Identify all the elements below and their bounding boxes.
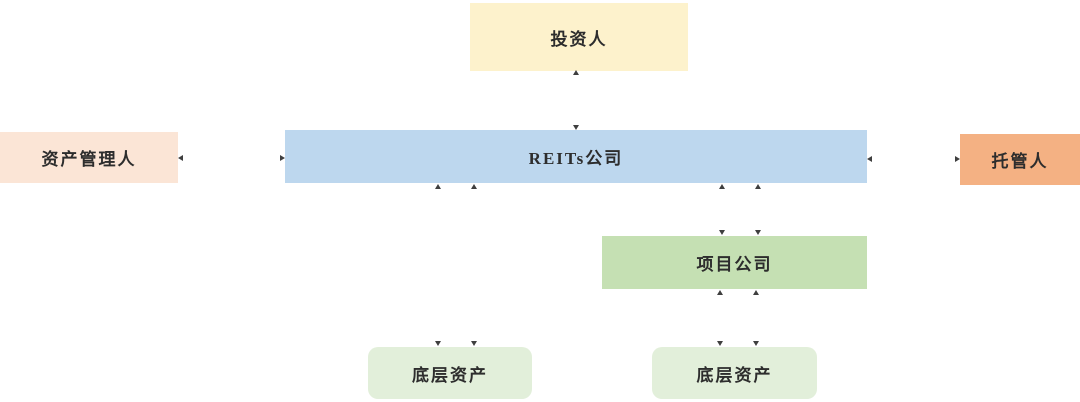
- connector-line: [872, 159, 955, 160]
- node-underlying-asset-left: 底层资产: [368, 347, 532, 399]
- node-reits-company-label: REITs公司: [528, 149, 624, 168]
- arrow-down-icon: [719, 230, 725, 235]
- node-project-company: 项目公司: [602, 236, 867, 289]
- node-investor-label: 投资人: [550, 29, 608, 49]
- connector-line: [756, 290, 757, 346]
- arrow-up-icon: [471, 184, 477, 189]
- node-custodian-label: 托管人: [991, 152, 1049, 171]
- arrow-up-icon: [435, 184, 441, 189]
- arrow-up-icon: [717, 290, 723, 295]
- node-project-company-label: 项目公司: [696, 255, 773, 274]
- node-asset-manager-label: 资产管理人: [41, 150, 137, 169]
- connector-line: [720, 290, 721, 346]
- arrow-down-icon: [753, 341, 759, 346]
- connector-line: [576, 71, 577, 130]
- connector-line: [474, 184, 475, 346]
- arrow-down-icon: [435, 341, 441, 346]
- arrow-down-icon: [573, 125, 579, 130]
- connector-line: [183, 157, 280, 158]
- arrow-down-icon: [755, 230, 761, 235]
- arrow-up-icon: [755, 184, 761, 189]
- node-underlying-asset-right-label: 底层资产: [696, 365, 773, 385]
- connector-line: [438, 184, 439, 346]
- arrow-down-icon: [471, 341, 477, 346]
- arrow-left-icon: [178, 155, 183, 161]
- arrow-up-icon: [719, 184, 725, 189]
- node-investor: 投资人: [470, 3, 688, 71]
- node-asset-manager: 资产管理人: [0, 132, 178, 183]
- arrow-left-icon: [867, 156, 872, 162]
- node-underlying-asset-left-label: 底层资产: [412, 365, 488, 385]
- arrow-up-icon: [573, 70, 579, 75]
- node-underlying-asset-right: 底层资产: [652, 347, 817, 399]
- node-reits-company: REITs公司: [285, 130, 867, 183]
- connector-line: [758, 184, 759, 235]
- arrow-right-icon: [955, 156, 960, 162]
- node-custodian: 托管人: [960, 134, 1080, 185]
- arrow-right-icon: [280, 155, 285, 161]
- arrow-down-icon: [717, 341, 723, 346]
- connector-line: [722, 184, 723, 235]
- arrow-up-icon: [753, 290, 759, 295]
